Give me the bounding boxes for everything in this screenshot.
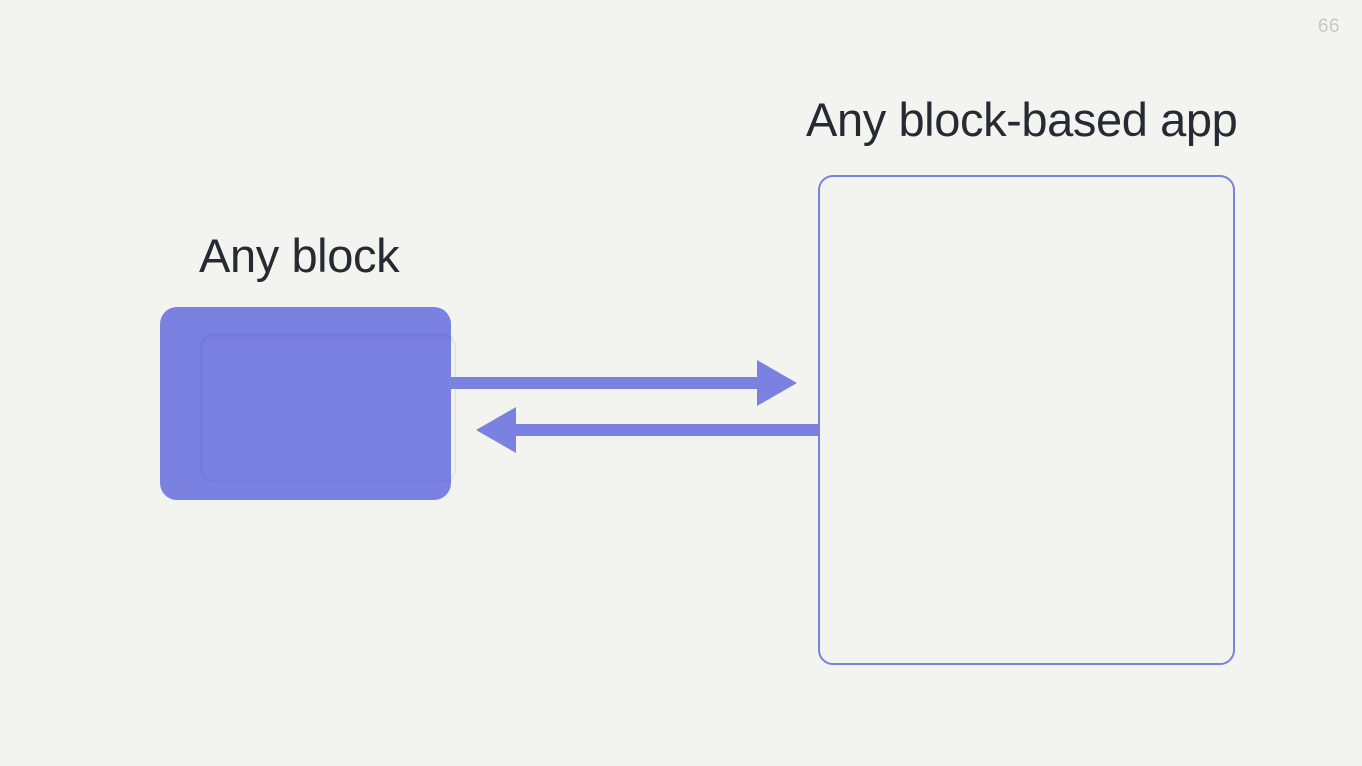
any-block-inner-panel (200, 334, 456, 482)
block-to-app-arrow (451, 360, 797, 406)
any-block-heading: Any block (199, 229, 400, 282)
any-block-shape (160, 307, 451, 500)
any-block-based-app-heading: Any block-based app (806, 93, 1238, 146)
app-to-block-arrow (476, 407, 819, 453)
app-panel (818, 175, 1235, 665)
page-number: 66 (1317, 16, 1340, 37)
